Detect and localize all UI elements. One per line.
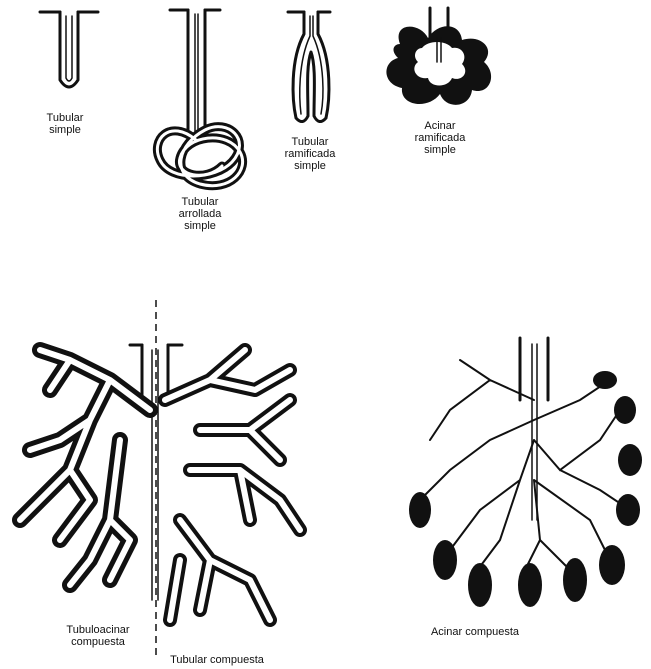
- label-acinar-branched: Acinar ramificada simple: [400, 120, 480, 156]
- label-tubular-simple: Tubular simple: [30, 112, 100, 136]
- tubular-coiled-gland: [157, 10, 242, 186]
- label-tubular-compound: Tubular compuesta: [162, 654, 272, 666]
- tubular-branched-gland: [288, 12, 330, 122]
- label-tubular-branched: Tubular ramificada simple: [270, 136, 350, 172]
- label-tubular-coiled: Tubular arrollada simple: [160, 196, 240, 232]
- tubular-simple-gland: [40, 12, 98, 87]
- compound-acinar-gland: [409, 338, 642, 607]
- acinar-branched-gland: [386, 8, 491, 105]
- label-acinar-compound: Acinar compuesta: [420, 626, 530, 638]
- label-tubuloacinar-compound: Tubuloacinar compuesta: [50, 624, 146, 648]
- compound-tubular-gland: [20, 345, 300, 620]
